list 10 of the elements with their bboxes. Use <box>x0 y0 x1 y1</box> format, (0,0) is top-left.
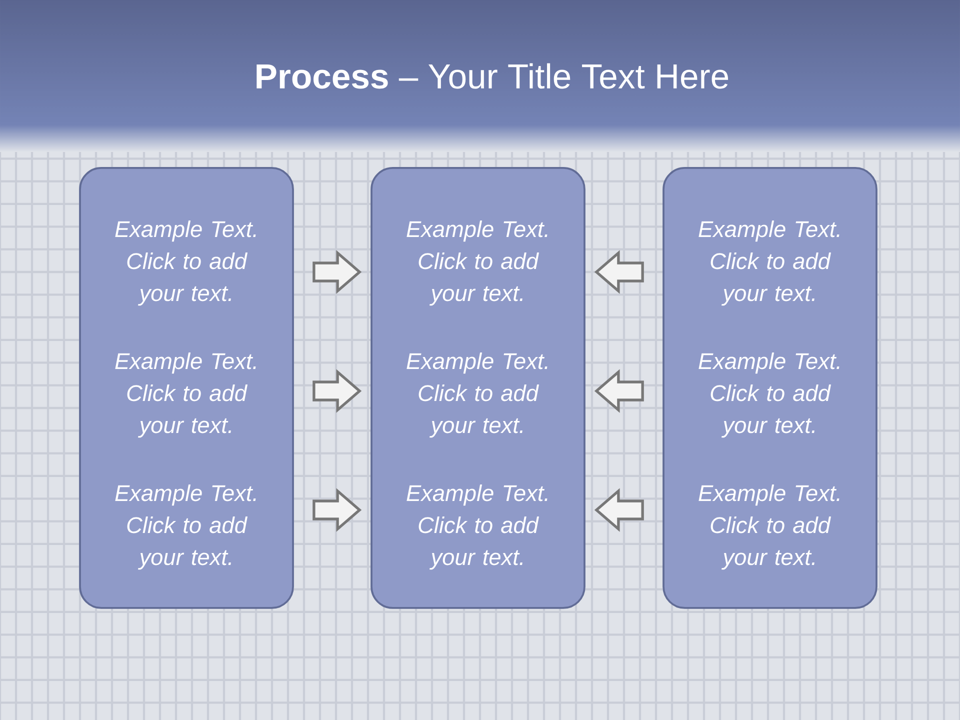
block-arrow <box>312 488 362 532</box>
block-arrow <box>594 369 644 413</box>
process-panel: Example Text. Click to add your text. Example Text. Click to add your text. Example Text. Click to add your text. <box>370 167 586 609</box>
block-arrow <box>594 488 644 532</box>
block-arrow <box>312 369 362 413</box>
process-panel: Example Text. Click to add your text. Example Text. Click to add your text. Example Text. Click to add your text. <box>662 167 878 609</box>
block-arrow <box>594 250 644 294</box>
title: Process – Your Title Text Here <box>256 63 728 89</box>
process-panel: Example Text. Click to add your text. Example Text. Click to add your text. Example Text. Click to add your text. <box>79 167 294 609</box>
block-arrow <box>312 250 362 294</box>
